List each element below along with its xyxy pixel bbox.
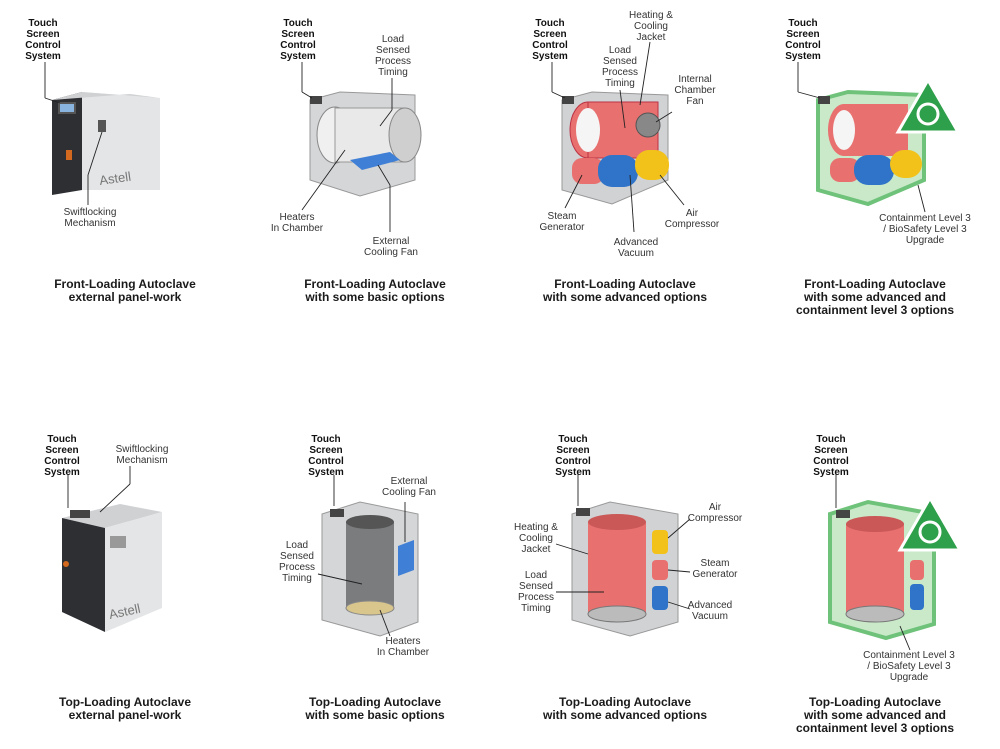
front-advanced-illustration [551,41,685,233]
caption: Top-Loading Autoclave with some advanced… [750,696,1000,735]
label-load-sensed: Load Sensed Process Timing [517,570,555,614]
caption-line-1: Top-Loading Autoclave [309,695,441,709]
label-load-sensed: Load Sensed Process Timing [374,34,412,78]
caption: Top-Loading Autoclave with some basic op… [250,696,500,722]
caption: Front-Loading Autoclave with some advanc… [500,278,750,304]
label-touch-screen: Touch Screen Control System [308,434,344,478]
label-chamber-fan: Internal Chamber Fan [674,74,716,107]
caption-line-2: with some advanced and [803,290,947,304]
label-load-sensed: Load Sensed Process Timing [601,45,639,89]
label-heaters: Heaters In Chamber [376,636,430,658]
front-external-illustration: Astell [44,62,160,205]
label-load-sensed: Load Sensed Process Timing [278,540,316,584]
label-jacket: Heating & Cooling Jacket [514,522,558,555]
label-touch-screen: Touch Screen Control System [280,18,316,62]
label-touch-screen: Touch Screen Control System [25,18,61,62]
brand-logo: Astell [108,601,142,622]
label-cooling-fan: External Cooling Fan [382,476,436,498]
label-cooling-fan: External Cooling Fan [364,236,418,258]
caption: Front-Loading Autoclave with some basic … [250,278,500,304]
label-vacuum: Advanced Vacuum [613,237,659,259]
caption-line-2: with some basic options [305,290,445,304]
panel-front-basic: Touch Screen Control System Load Sensed … [250,0,500,374]
top-advanced-illustration [555,474,691,637]
caption-line-2: with some advanced options [542,290,708,304]
panel-front-advanced: Touch Screen Control System Heating & Co… [500,0,750,374]
label-touch-screen: Touch Screen Control System [813,434,849,478]
label-touch-screen: Touch Screen Control System [785,18,821,62]
panel-top-basic: Touch Screen Control System External Coo… [250,374,500,748]
label-air: Air Compressor [664,208,720,230]
caption-line-1: Front-Loading Autoclave [304,277,446,291]
label-touch-screen: Touch Screen Control System [532,18,568,62]
caption-line-2: with some advanced options [542,708,708,722]
caption-line-1: Front-Loading Autoclave [554,277,696,291]
label-jacket: Heating & Cooling Jacket [629,10,673,43]
caption-line-2: external panel-work [68,708,182,722]
caption-line-3: containment level 3 options [795,721,955,735]
front-basic-illustration [301,62,422,232]
label-containment: Containment Level 3 / BioSafety Level 3 … [863,650,955,683]
label-air: Air Compressor [687,502,743,524]
panel-top-advanced: Touch Screen Control System Heating & Co… [500,374,750,748]
caption-line-2: external panel-work [68,290,182,304]
label-touch-screen: Touch Screen Control System [555,434,591,478]
label-heaters: Heaters In Chamber [270,212,324,234]
panel-front-external: Astell Touch Screen Control System Swift… [0,0,250,374]
front-containment-illustration [797,62,961,213]
panel-front-containment: Touch Screen Control System Containment … [750,0,1000,374]
label-vacuum: Advanced Vacuum [687,600,733,622]
caption-line-1: Top-Loading Autoclave [59,695,191,709]
top-containment-illustration [828,474,963,651]
caption-line-2: with some basic options [305,708,445,722]
top-external-illustration: Astell [62,466,162,632]
label-touch-screen: Touch Screen Control System [44,434,80,478]
caption-line-1: Top-Loading Autoclave [559,695,691,709]
caption: Front-Loading Autoclave with some advanc… [750,278,1000,317]
caption-line-1: Front-Loading Autoclave [804,277,946,291]
brand-logo: Astell [98,169,132,188]
caption-line-2: with some advanced and [803,708,947,722]
caption-line-3: containment level 3 options [795,303,955,317]
caption: Front-Loading Autoclave external panel-w… [0,278,250,304]
label-steam: Steam Generator [539,211,585,233]
panel-top-containment: Touch Screen Control System Containment … [750,374,1000,748]
caption: Top-Loading Autoclave external panel-wor… [0,696,250,722]
label-swiftlocking: Swiftlocking Mechanism [63,207,117,229]
label-steam: Steam Generator [692,558,738,580]
caption-line-1: Top-Loading Autoclave [809,695,941,709]
label-swiftlocking: Swiftlocking Mechanism [115,444,169,466]
panel-top-external: Astell Touch Screen Control System Swift… [0,374,250,748]
label-containment: Containment Level 3 / BioSafety Level 3 … [879,213,971,246]
top-basic-illustration [317,475,419,637]
caption: Top-Loading Autoclave with some advanced… [500,696,750,722]
caption-line-1: Front-Loading Autoclave [54,277,196,291]
